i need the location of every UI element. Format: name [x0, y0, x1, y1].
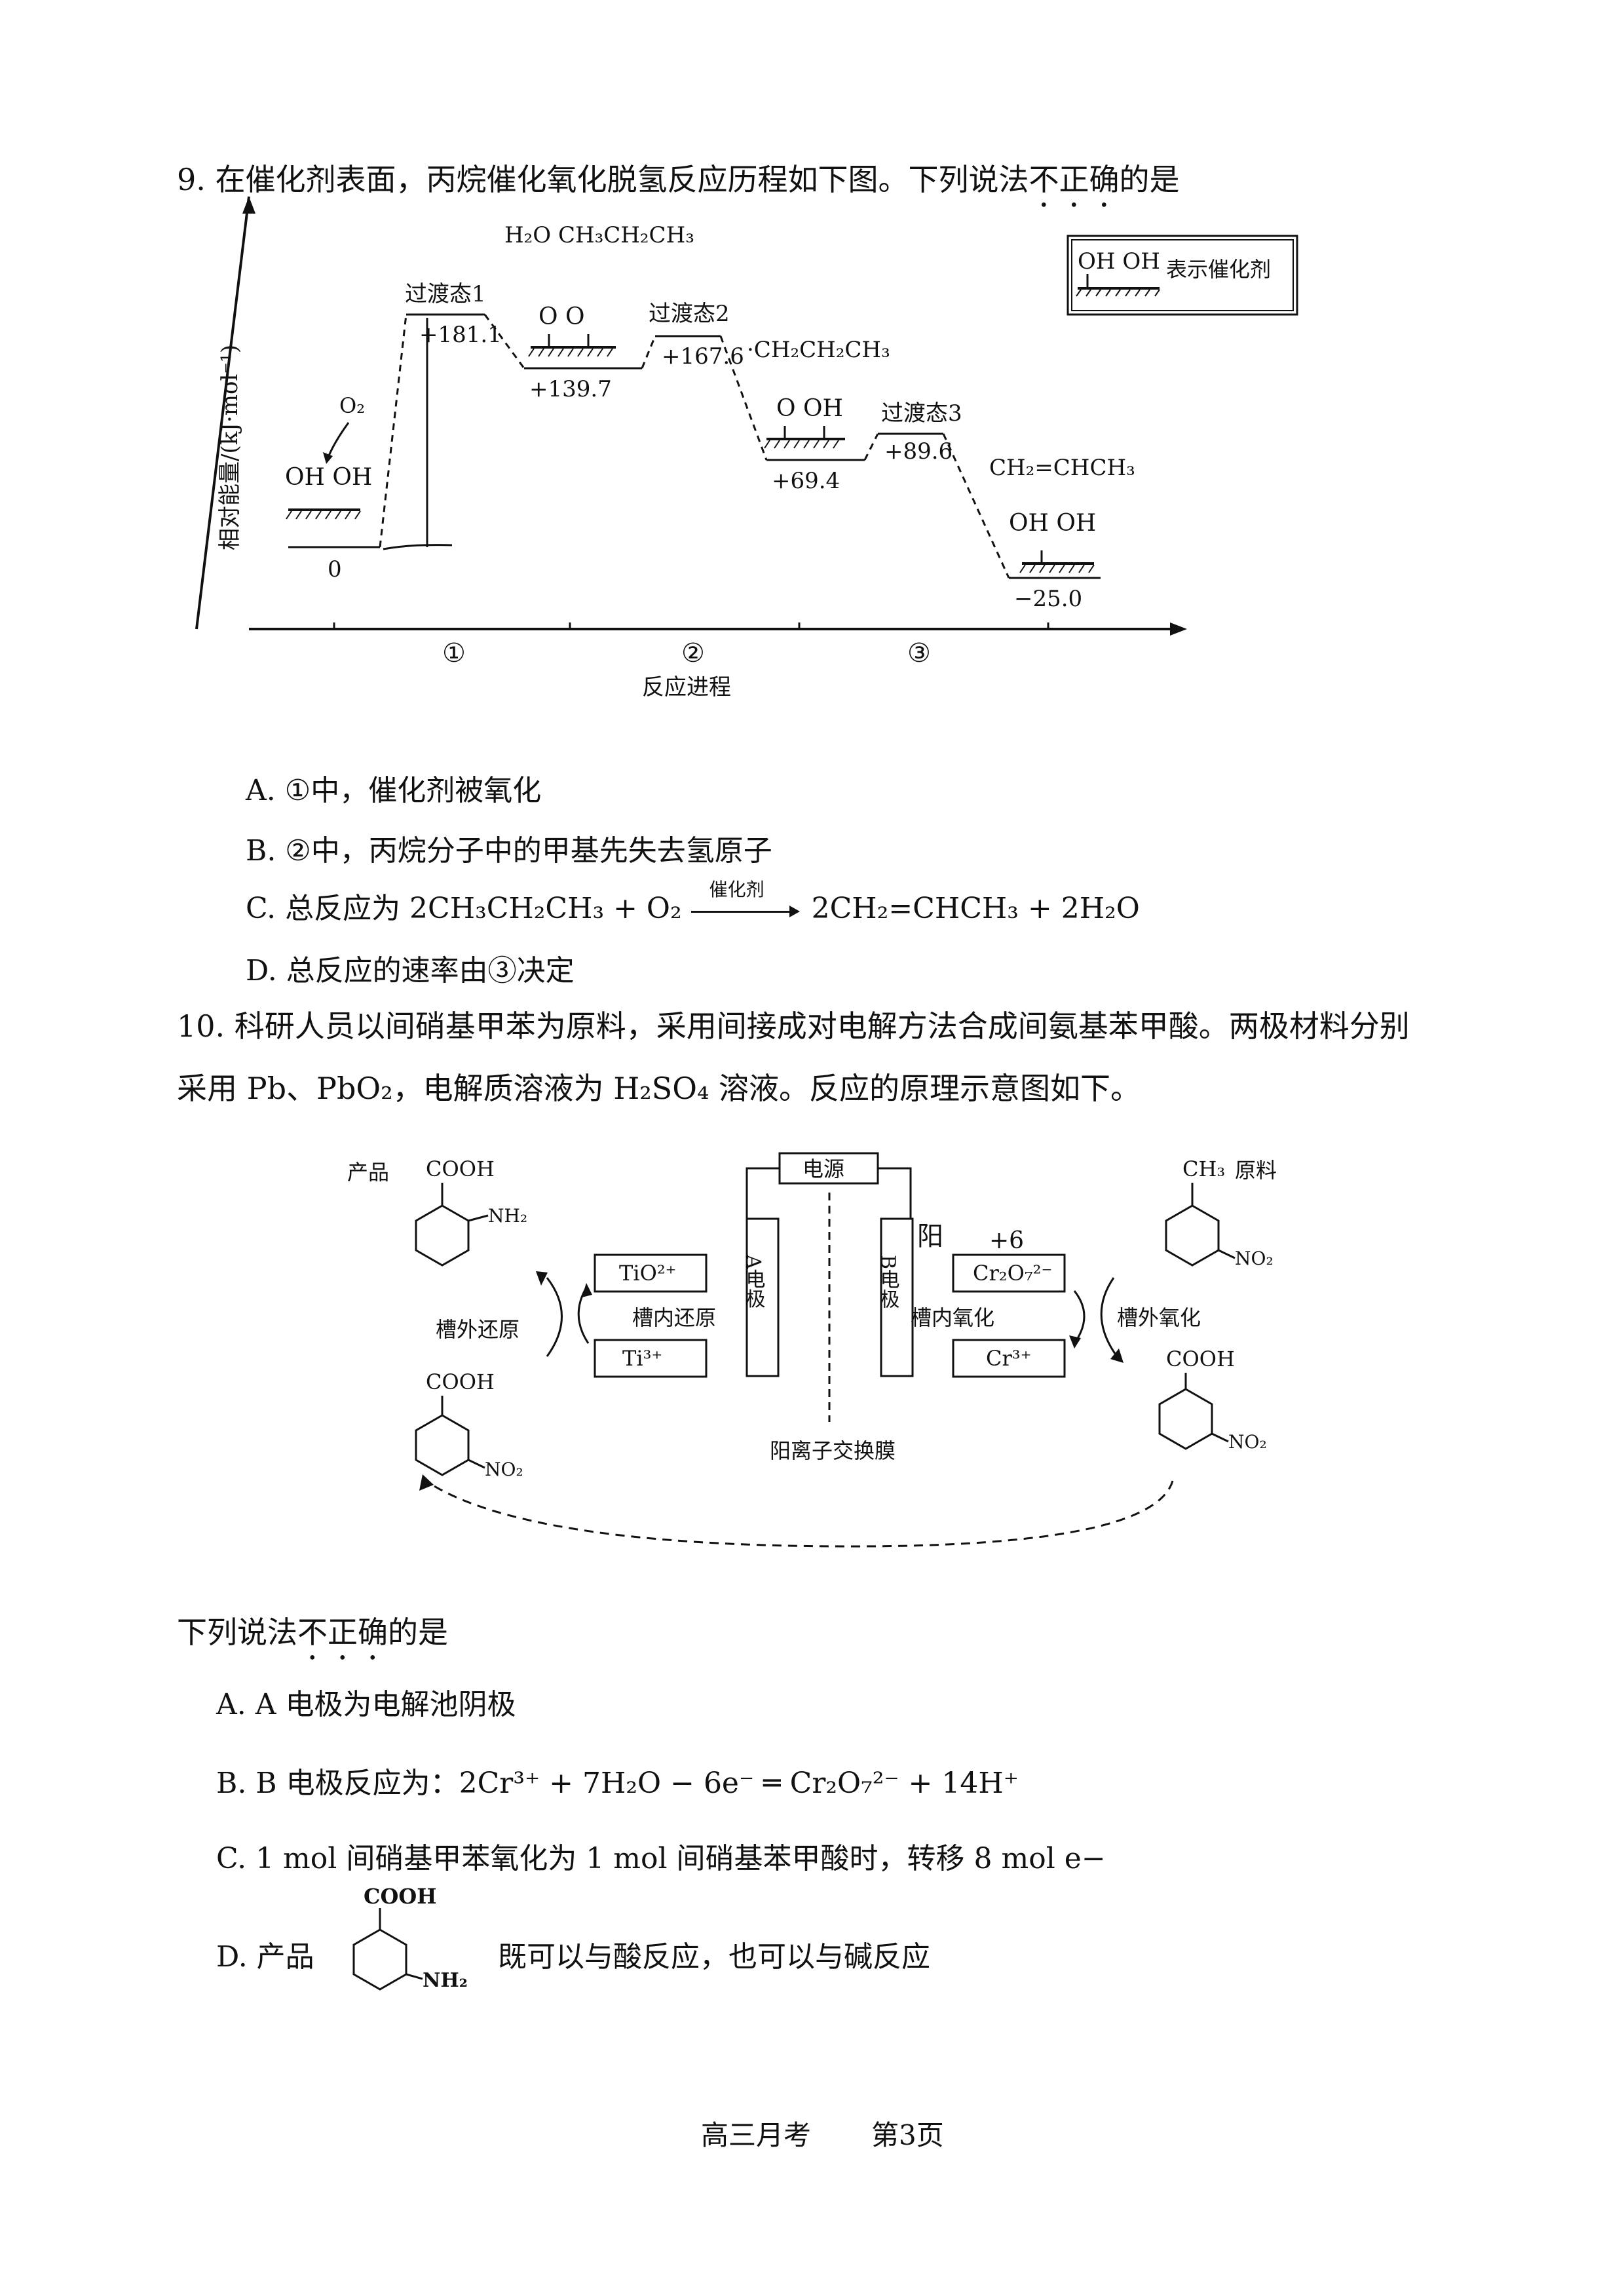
q10-option-a: A. A 电极为电解池阴极 [216, 1688, 516, 1721]
q10-prompt-prefix: 下列说法 [177, 1615, 297, 1650]
q10-prompt-suffix: 的是 [388, 1615, 448, 1650]
tio-label: TiO²⁺ [619, 1261, 677, 1286]
ts1-name: 过渡态1 [405, 281, 486, 307]
q9-option-c-tail: 2CH₂=CHCH₃ + 2H₂O [811, 892, 1140, 925]
right-no2: NO₂ [1228, 1431, 1267, 1453]
q10-prompt-emphasis: 不正确 [297, 1615, 388, 1650]
species-radical: ·CH₂CH₂CH₃ [747, 337, 890, 363]
species-leave1: H₂O CH₃CH₂CH₃ [504, 222, 694, 248]
cr-label: Cr³⁺ [986, 1346, 1032, 1371]
level-label-neg25: −25.0 [1014, 586, 1082, 612]
legend-box [1067, 235, 1298, 316]
q10-option-b: B. B 电极反应为：2Cr³⁺ + 7H₂O − 6e⁻ ═ Cr₂O₇²⁻ … [216, 1767, 1019, 1800]
step-1: ① [442, 638, 466, 668]
q10-prompt: 下列说法不正确的是 [177, 1609, 448, 1667]
cr-box [952, 1339, 1066, 1378]
level-label-89: +89.6 [884, 438, 953, 465]
product-cooh: COOH [426, 1157, 495, 1181]
q9-option-c: C. 总反应为 2CH₃CH₂CH₃ + O₂ 催化剂 2CH₂=CHCH₃ +… [246, 879, 1140, 927]
y-axis [195, 196, 250, 630]
electrode-b [880, 1217, 914, 1377]
cr2o7-box [952, 1253, 1066, 1293]
raw-ch3: CH₃ [1182, 1157, 1225, 1181]
q10-option-d-lead: D. 产品 [216, 1940, 314, 1974]
left-cooh: COOH [426, 1369, 495, 1394]
footer-right: 第3页 [871, 2119, 944, 2151]
energy-diagram: 相对能量/(kJ·mol⁻¹) 反应进程 ① ② ③ [195, 196, 1298, 700]
species-product: CH₂=CHCH₃ [989, 455, 1135, 481]
right-ring [1158, 1388, 1213, 1450]
level-label-69: +69.4 [772, 468, 840, 494]
raw-no2: NO₂ [1235, 1248, 1274, 1269]
catalyst-arrow-label: 催化剂 [709, 878, 765, 900]
inner-oxidize-label: 槽内氧化 [911, 1305, 994, 1330]
species-after2: O OH [776, 395, 843, 422]
y-axis-label: 相对能量/(kJ·mol⁻¹) [217, 345, 243, 550]
level-label-139: +139.7 [529, 376, 612, 402]
option-d-nh2: NH₂ [423, 1969, 468, 1992]
power-label: 电源 [803, 1157, 844, 1181]
q9-stem: 9. 在催化剂表面，丙烷催化氧化脱氢反应历程如下图。下列说法不正确的是 [177, 156, 1180, 214]
x-axis-label: 反应进程 [642, 674, 731, 700]
product-label: 产品 [347, 1160, 389, 1185]
option-d-cooh: COOH [364, 1884, 436, 1909]
species-end: OH OH [1009, 510, 1096, 537]
electrolysis-diagram: 电源 A电极 B电极 阳离子交换膜 阳 +6 TiO²⁺ Ti³⁺ 槽内还原 槽… [347, 1152, 1277, 1548]
left-no2: NO₂ [485, 1459, 523, 1480]
tio-box [594, 1253, 708, 1293]
q9-stem-emphasis: 不正确 [1029, 162, 1120, 197]
right-cooh: COOH [1166, 1347, 1235, 1371]
q10-stem-line2: 采用 Pb、PbO₂，电解质溶液为 H₂SO₄ 溶液。反应的原理示意图如下。 [177, 1071, 1141, 1106]
handwrite-yang: 阳 [917, 1221, 943, 1252]
q10-option-d-tail: 既可以与酸反应，也可以与碱反应 [498, 1940, 930, 1974]
hatch-marks [286, 348, 1095, 573]
raw-label: 原料 [1235, 1158, 1277, 1183]
q9-stem-suffix: 的是 [1119, 162, 1180, 197]
footer-left: 高三月考 [701, 2119, 812, 2151]
legend-species: OH OH [1078, 248, 1160, 275]
product-ring [415, 1204, 470, 1267]
raw-ring [1165, 1204, 1220, 1267]
y-axis-arrow [242, 197, 255, 214]
level-label-181: +181.1 [419, 322, 502, 348]
species-after1: O O [538, 303, 584, 330]
recycle-arrow [425, 1480, 1174, 1548]
handwrite-plus6: +6 [989, 1227, 1024, 1254]
q9-option-a: A. ①中，催化剂被氧化 [246, 774, 542, 807]
q9-option-c-lead: C. 总反应为 2CH₃CH₂CH₃ + O₂ [246, 892, 682, 925]
electrode-b-label: B电极 [877, 1255, 900, 1309]
legend-text: 表示催化剂 [1166, 257, 1271, 282]
species-o2: O₂ [339, 393, 365, 418]
option-d-molecule: COOH NH₂ [352, 1884, 468, 1992]
ti-label: Ti³⁺ [622, 1346, 662, 1371]
left-ring [415, 1414, 470, 1476]
x-axis-arrow [1170, 622, 1187, 636]
cr2o7-label: Cr₂O₇²⁻ [973, 1261, 1052, 1286]
level-label-0: 0 [328, 556, 342, 583]
ti-box [594, 1339, 708, 1378]
species-start: OH OH [285, 464, 372, 491]
outer-reduce-label: 槽外还原 [436, 1317, 519, 1342]
product-nh2: NH₂ [488, 1205, 527, 1227]
q9-stem-prefix: 9. 在催化剂表面，丙烷催化氧化脱氢反应历程如下图。下列说法 [177, 162, 1029, 197]
ts3-name: 过渡态3 [881, 400, 962, 427]
ts2-name: 过渡态2 [649, 301, 730, 327]
q9-option-d: D. 总反应的速率由③决定 [246, 954, 575, 987]
catalyst-arrow: 催化剂 [690, 879, 803, 924]
electrode-a-label: A电极 [742, 1254, 766, 1309]
level-label-167: +167.6 [662, 343, 744, 370]
q10-option-d: D. 产品 [216, 1933, 314, 1975]
step-3: ③ [907, 638, 931, 668]
q9-option-b: B. ②中，丙烷分子中的甲基先失去氢原子 [246, 834, 772, 868]
q10-option-c: C. 1 mol 间硝基甲苯氧化为 1 mol 间硝基苯甲酸时，转移 8 mol… [216, 1842, 1106, 1875]
electrode-a [746, 1217, 780, 1377]
step-2: ② [681, 638, 705, 668]
inner-reduce-label: 槽内还原 [632, 1305, 716, 1330]
q10-stem-line1: 10. 科研人员以间硝基甲苯为原料，采用间接成对电解方法合成间氨基苯甲酸。两极材… [177, 1008, 1410, 1044]
membrane-label: 阳离子交换膜 [770, 1438, 896, 1463]
outer-oxidize-label: 槽外氧化 [1117, 1305, 1201, 1330]
